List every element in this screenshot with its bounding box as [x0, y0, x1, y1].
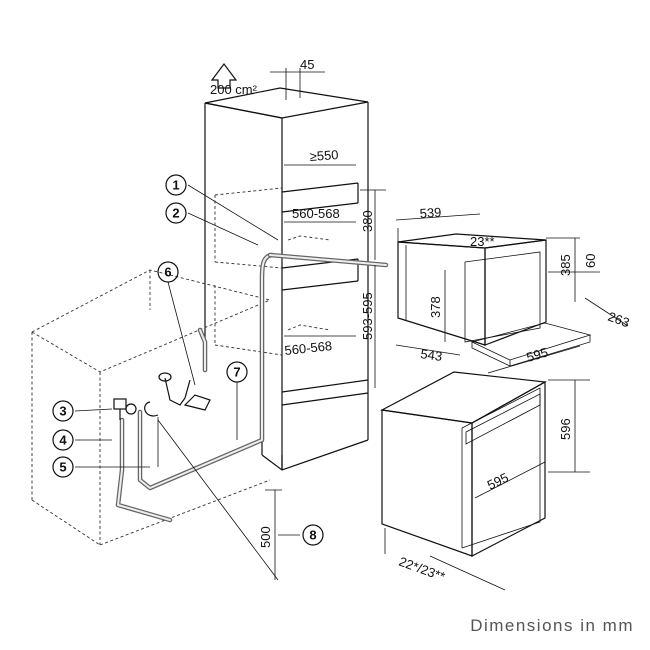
water-hoses — [115, 252, 389, 523]
dim-oven-height: 596 — [558, 418, 573, 440]
dim-floor-height: 500 — [258, 526, 273, 548]
dim-unit-depth: 263 — [606, 309, 632, 331]
siphon — [144, 372, 211, 417]
callout-8: 8 — [302, 524, 324, 546]
dim-width-lower: 560-568 — [284, 338, 333, 358]
dim-unit-inner-height: 378 — [428, 296, 443, 318]
dim-oven-width: 595 — [485, 470, 511, 493]
caption: Dimensions in mm — [470, 616, 634, 635]
dim-height-upper: 380 — [360, 210, 375, 232]
dim-width-upper: 560-568 — [292, 206, 340, 221]
dim-unit-width: 539 — [419, 205, 442, 221]
svg-text:4: 4 — [59, 433, 67, 448]
callout-4: 4 — [52, 429, 74, 451]
dim-vent-area: 200 cm² — [210, 82, 258, 97]
dim-unit-height-right: 385 — [558, 254, 573, 276]
water-tap — [113, 398, 137, 420]
dimension-lines — [157, 63, 629, 591]
svg-text:6: 6 — [164, 265, 171, 280]
svg-text:1: 1 — [172, 178, 179, 193]
dim-unit-depth-back: 23** — [470, 234, 495, 249]
svg-text:5: 5 — [59, 460, 66, 475]
dim-depth-min: ≥550 — [309, 147, 339, 164]
dim-top-gap: 45 — [300, 57, 314, 72]
drawer-unit — [397, 233, 592, 367]
tall-cabinet — [204, 87, 369, 471]
oven — [380, 371, 547, 557]
svg-text:7: 7 — [233, 365, 240, 380]
dim-height-niche: 593-595 — [360, 292, 375, 340]
svg-text:2: 2 — [172, 206, 179, 221]
dim-unit-gap-right: 60 — [583, 254, 598, 268]
svg-text:3: 3 — [59, 404, 66, 419]
dim-unit-front-width: 595 — [525, 344, 550, 364]
callout-leaders — [74, 184, 279, 468]
svg-text:8: 8 — [309, 528, 316, 543]
callout-5: 5 — [52, 456, 74, 478]
dimension-labels: 200 cm² 45 ≥550 560-568 380 593-595 560-… — [210, 57, 631, 584]
callout-2: 2 — [165, 202, 187, 224]
callout-3: 3 — [52, 400, 74, 422]
dim-oven-depth-front: 22*/23** — [397, 554, 447, 584]
base-cabinet — [31, 269, 271, 546]
dim-unit-front-depth: 543 — [420, 346, 444, 364]
callout-1: 1 — [165, 174, 187, 196]
callout-6: 6 — [157, 261, 179, 283]
callout-7: 7 — [226, 361, 248, 383]
